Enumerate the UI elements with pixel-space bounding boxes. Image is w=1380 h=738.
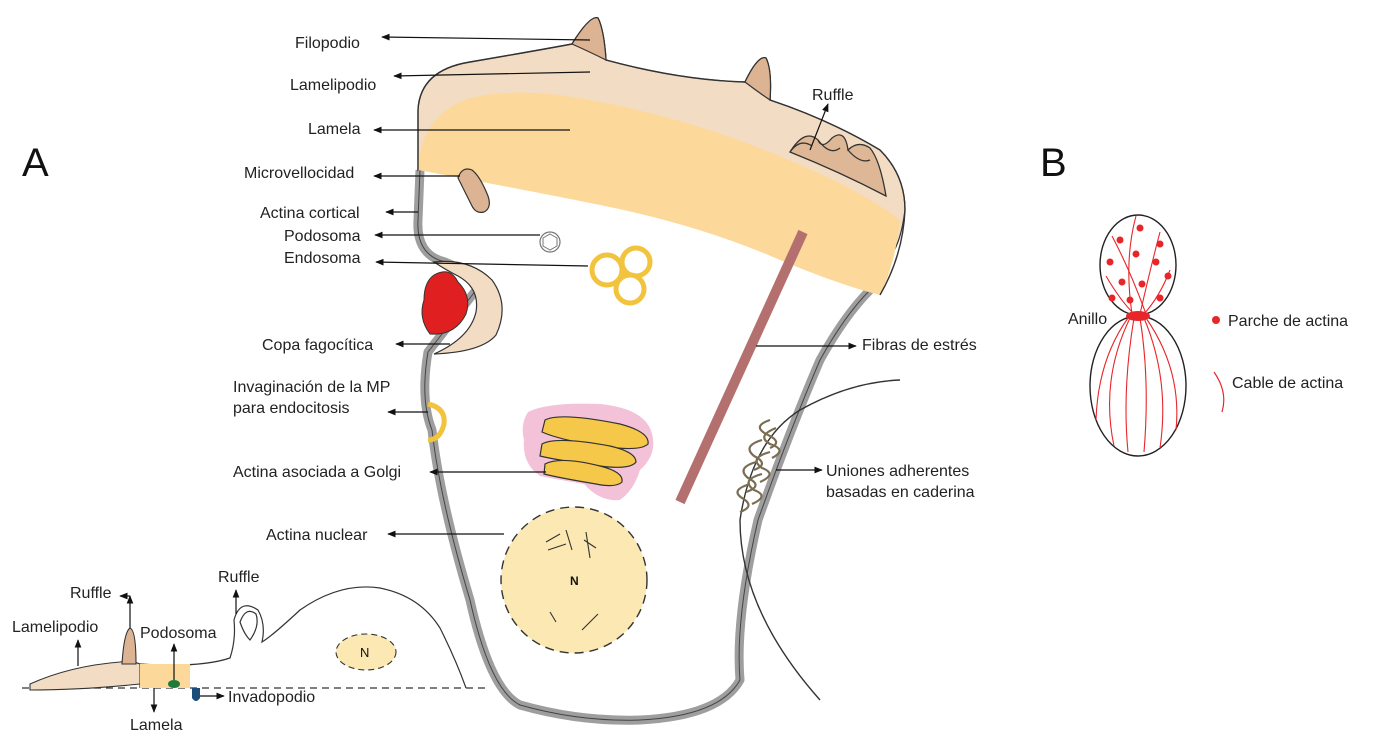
side-nucleus-label: N [360, 645, 369, 660]
label-endosoma: Endosoma [284, 250, 361, 267]
label-cable: Cable de actina [1232, 375, 1343, 392]
side-label-lamelipodio: Lamelipodio [12, 619, 98, 636]
label-fibras-estres: Fibras de estrés [862, 337, 977, 354]
side-label-lamela: Lamela [130, 717, 183, 734]
main-cell [418, 18, 905, 720]
label-ruffle: Ruffle [812, 87, 854, 104]
side-ruffle [122, 628, 136, 664]
label-actina-golgi: Actina asociada a Golgi [233, 464, 401, 481]
label-uniones-line2: basadas en caderina [826, 484, 975, 501]
label-parche: Parche de actina [1228, 313, 1348, 330]
label-podosoma: Podosoma [284, 228, 361, 245]
label-actina-cortical: Actina cortical [260, 205, 360, 222]
labels-side: Ruffle Ruffle Lamelipodio Podosoma Lamel… [12, 569, 315, 734]
actin-ring [1126, 311, 1150, 321]
endosomes [592, 248, 650, 303]
stress-fiber [680, 232, 803, 502]
golgi-apparatus [523, 404, 654, 501]
label-anillo: Anillo [1068, 311, 1107, 328]
side-lamella [140, 664, 190, 688]
yeast-mother [1090, 316, 1186, 456]
side-lamellipodium [30, 661, 140, 690]
label-lamela: Lamela [308, 121, 361, 138]
panel-a-label: A [22, 141, 49, 185]
label-lamelipodio: Lamelipodio [290, 77, 376, 94]
side-invadopodium [192, 688, 200, 701]
phagocytosed-particle [422, 272, 468, 334]
side-label-ruffle-left: Ruffle [70, 585, 112, 602]
adjacent-cell-membrane [740, 380, 900, 700]
label-actina-nuclear: Actina nuclear [266, 527, 368, 544]
label-invaginacion-line1: Invaginación de la MP [233, 379, 390, 396]
label-uniones-line1: Uniones adherentes [826, 463, 969, 480]
legend-cable-line [1214, 372, 1224, 412]
side-label-invadopodio: Invadopodio [228, 689, 315, 706]
side-label-ruffle-top: Ruffle [218, 569, 260, 586]
label-microvellocidad: Microvellocidad [244, 165, 354, 182]
panel-b-label: B [1040, 141, 1067, 185]
label-invaginacion-line2: para endocitosis [233, 400, 350, 417]
podosome [540, 232, 560, 252]
side-label-podosoma: Podosoma [140, 625, 217, 642]
nucleus-label: N [570, 574, 579, 588]
yeast-cell [1090, 215, 1186, 456]
label-filopodio: Filopodio [295, 35, 360, 52]
legend-patch-dot [1212, 316, 1220, 324]
side-view-cell: N [22, 587, 488, 701]
label-copa-fagocitica: Copa fagocítica [262, 337, 373, 354]
side-podosome [168, 680, 180, 688]
